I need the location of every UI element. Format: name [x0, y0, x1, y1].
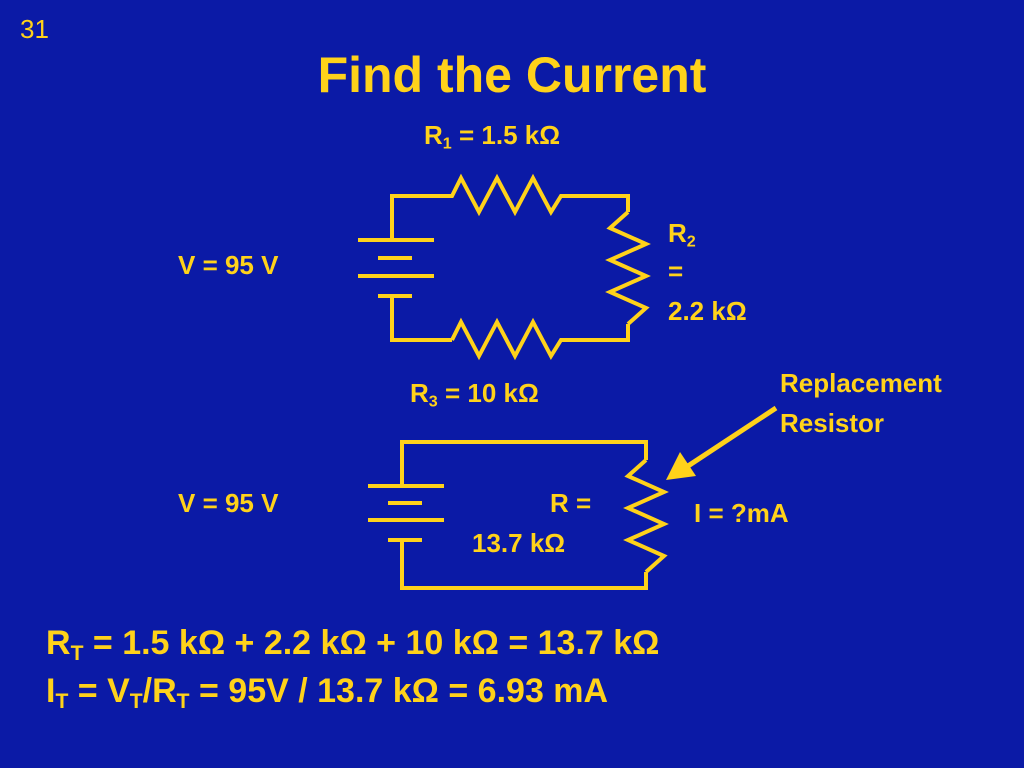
resistor-r3-zigzag: [450, 317, 574, 361]
slide-title: Find the Current: [317, 47, 707, 103]
r1-label: R1 = 1.5 kΩ: [424, 120, 561, 153]
resistor-r1-zigzag: [436, 173, 574, 217]
r3-label: R3 = 10 kΩ: [410, 378, 539, 411]
callout-arrow-head: [666, 452, 696, 480]
r2-label-line2: =: [668, 256, 684, 286]
top-circuit: [358, 173, 651, 361]
battery-bottom-symbol: [368, 484, 444, 542]
resistor-r2-zigzag: [605, 210, 651, 326]
replacement-resistor-zigzag: [623, 458, 669, 574]
r2-label-line3: 2.2 kΩ: [668, 296, 747, 326]
bottom-wire: [400, 440, 648, 590]
slide-number: 31: [20, 14, 49, 44]
current-unknown-label: I = ?mA: [694, 498, 789, 528]
replacement-resistor-label-line2: 13.7 kΩ: [472, 528, 566, 558]
callout-label-line2: Resistor: [780, 408, 885, 438]
bottom-voltage-label: V = 95 V: [178, 488, 279, 518]
total-current-equation: IT = VT/RT = 95V / 13.7 kΩ = 6.93 mA: [46, 672, 609, 713]
bottom-circuit: [368, 405, 778, 590]
top-wire-lower: [390, 296, 630, 342]
callout-label-line1: Replacement: [780, 368, 942, 398]
callout-arrow-shaft: [686, 405, 778, 469]
r2-label-line1: R2: [668, 218, 696, 251]
battery-top-symbol: [358, 238, 434, 298]
top-voltage-label: V = 95 V: [178, 250, 279, 280]
total-resistance-equation: RT = 1.5 kΩ + 2.2 kΩ + 10 kΩ = 13.7 kΩ: [46, 624, 660, 665]
replacement-resistor-label-line1: R =: [550, 488, 592, 518]
